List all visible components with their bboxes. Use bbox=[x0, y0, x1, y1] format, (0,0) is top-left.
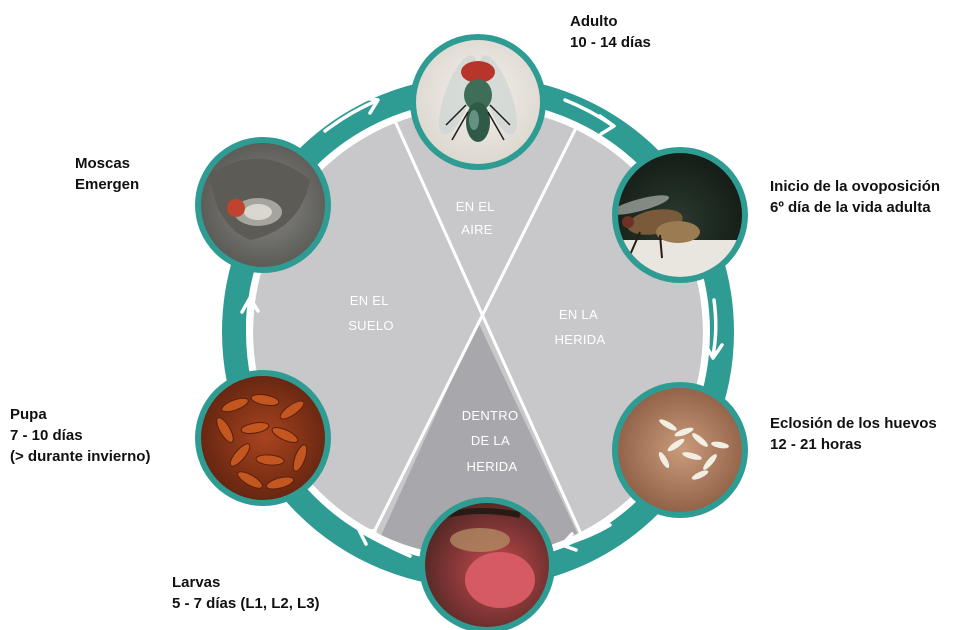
stage-name: Moscas bbox=[75, 153, 139, 174]
stage-name: Adulto bbox=[570, 11, 651, 32]
stage-duration: 7 - 10 días bbox=[10, 425, 150, 446]
stage-note: (> durante invierno) bbox=[10, 446, 150, 467]
stage-name: Inicio de la ovoposición bbox=[770, 176, 940, 197]
stage-name: Emergen bbox=[75, 174, 139, 195]
egg-cluster-photo-icon bbox=[612, 382, 752, 518]
stage-label-hatching: Eclosión de los huevos 12 - 21 horas bbox=[770, 413, 937, 455]
stage-duration: 12 - 21 horas bbox=[770, 434, 937, 455]
stage-name: Pupa bbox=[10, 404, 150, 425]
stage-duration: 10 - 14 días bbox=[570, 32, 651, 53]
stage-name: Eclosión de los huevos bbox=[770, 413, 937, 434]
stage-label-larvae: Larvas 5 - 7 días (L1, L2, L3) bbox=[172, 572, 320, 614]
stage-duration: 5 - 7 días (L1, L2, L3) bbox=[172, 593, 320, 614]
stage-label-pupa: Pupa 7 - 10 días (> durante invierno) bbox=[10, 404, 150, 467]
stage-duration: 6º día de la vida adulta bbox=[770, 197, 940, 218]
stage-label-oviposition: Inicio de la ovoposición 6º día de la vi… bbox=[770, 176, 940, 218]
stage-name: Larvas bbox=[172, 572, 320, 593]
stage-label-adult: Adulto 10 - 14 días bbox=[570, 11, 651, 53]
stage-label-emerge: Moscas Emergen bbox=[75, 153, 139, 195]
